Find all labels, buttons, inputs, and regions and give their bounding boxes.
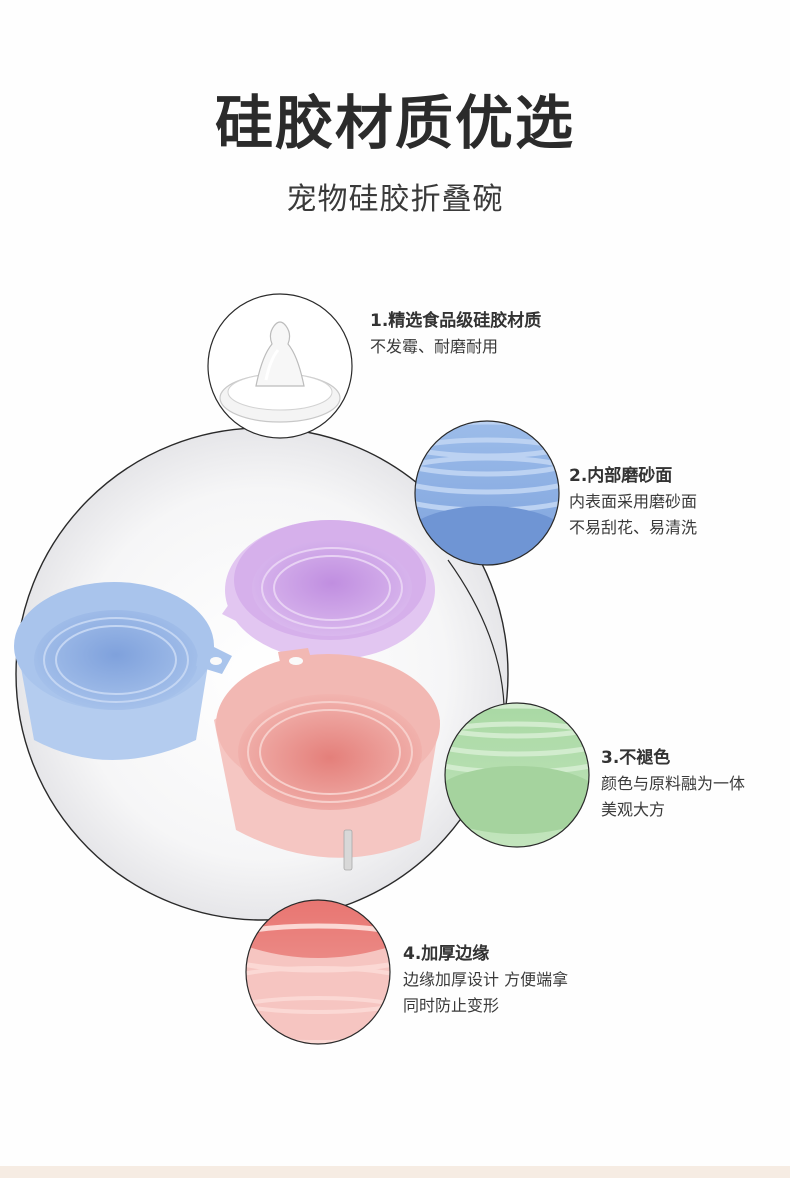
feature-3-line-2: 美观大方 [601,800,666,819]
feature-1: 1.精选食品级硅胶材质 不发霉、耐磨耐用 [370,308,541,360]
feature-1-line-1: 不发霉、耐磨耐用 [370,337,499,356]
feature-3-line-1: 颜色与原料融为一体 [601,774,746,793]
feature-2-line-1: 内表面采用磨砂面 [569,492,698,511]
zipper-pull [343,829,353,871]
feature-2-title: 2.内部磨砂面 [569,466,673,486]
page-subtitle: 宠物硅胶折叠碗 [286,182,504,217]
feature-4: 4.加厚边缘 边缘加厚设计 方便端拿 同时防止变形 [403,941,568,1019]
feature-4-title: 4.加厚边缘 [403,944,490,964]
page-title: 硅胶材质优选 [214,89,575,157]
feature-1-title: 1.精选食品级硅胶材质 [370,311,542,331]
pink-bowl-closeup-icon [246,900,390,1044]
feature-3-title: 3.不褪色 [601,748,671,768]
pink-bowl [214,648,440,871]
purple-bowl [222,520,435,660]
feature-4-line-1: 边缘加厚设计 方便端拿 [403,970,569,989]
feature-circle-1 [207,293,353,439]
feature-circle-3 [444,702,590,848]
feature-3: 3.不褪色 颜色与原料融为一体 美观大方 [601,745,745,823]
green-bowl-closeup-icon [445,703,589,847]
feature-circle-4 [245,899,391,1045]
feature-4-line-2: 同时防止变形 [403,996,500,1015]
blue-bowl [14,582,232,760]
pacifier-nipple-icon [219,321,341,423]
bottom-band [0,1166,790,1178]
feature-2: 2.内部磨砂面 内表面采用磨砂面 不易刮花、易清洗 [569,463,697,541]
feature-2-line-2: 不易刮花、易清洗 [569,518,698,537]
